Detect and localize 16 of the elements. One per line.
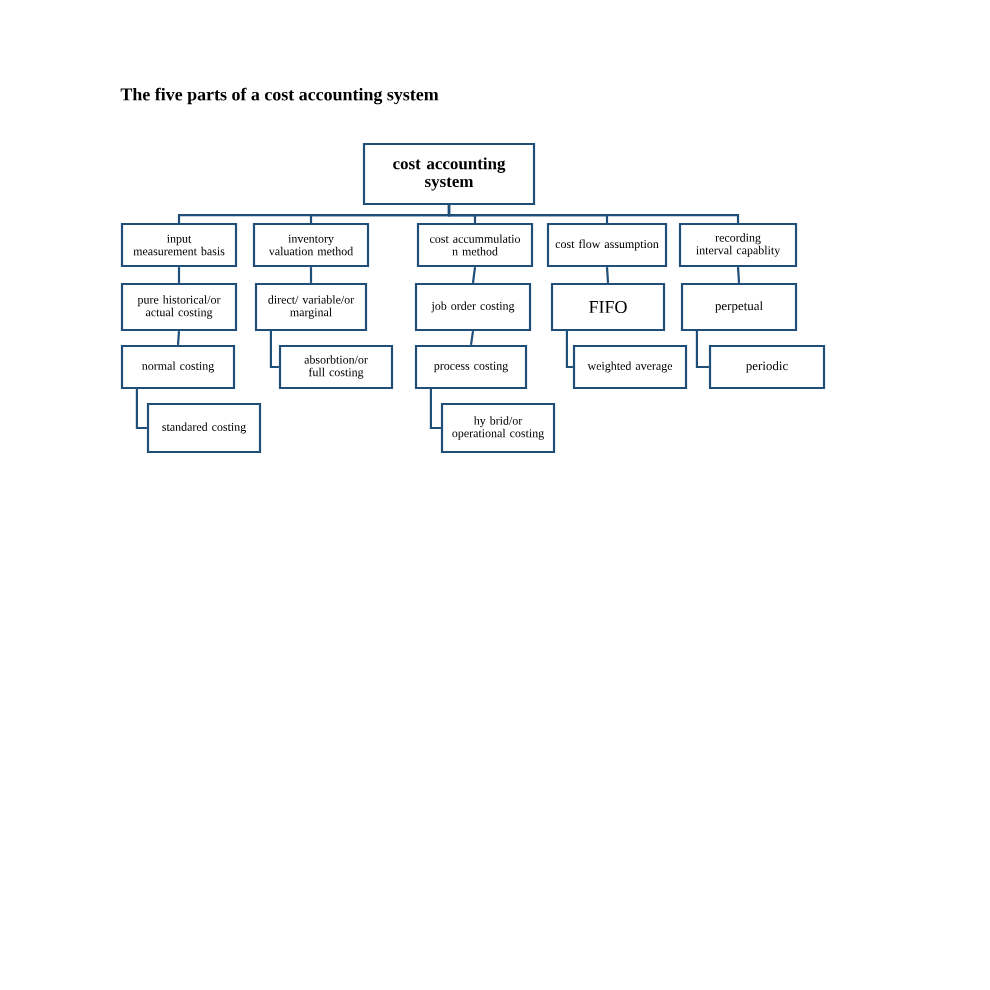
connector-line xyxy=(447,205,740,223)
connector-line xyxy=(177,267,181,283)
connector-line xyxy=(176,331,181,345)
connector-line xyxy=(429,389,441,430)
connector-line xyxy=(565,331,573,369)
connector-line xyxy=(695,331,709,369)
connector-line xyxy=(269,331,279,369)
connector-line xyxy=(605,267,610,283)
connector-line xyxy=(135,389,147,430)
box: FIFO xyxy=(550,282,666,332)
box: cost accounting system xyxy=(362,142,536,206)
connector-line xyxy=(469,330,475,346)
connector-line xyxy=(471,266,477,284)
connector-line xyxy=(736,267,741,283)
title: The five parts of a cost accounting system xyxy=(120,87,439,105)
connector-line xyxy=(309,267,313,283)
